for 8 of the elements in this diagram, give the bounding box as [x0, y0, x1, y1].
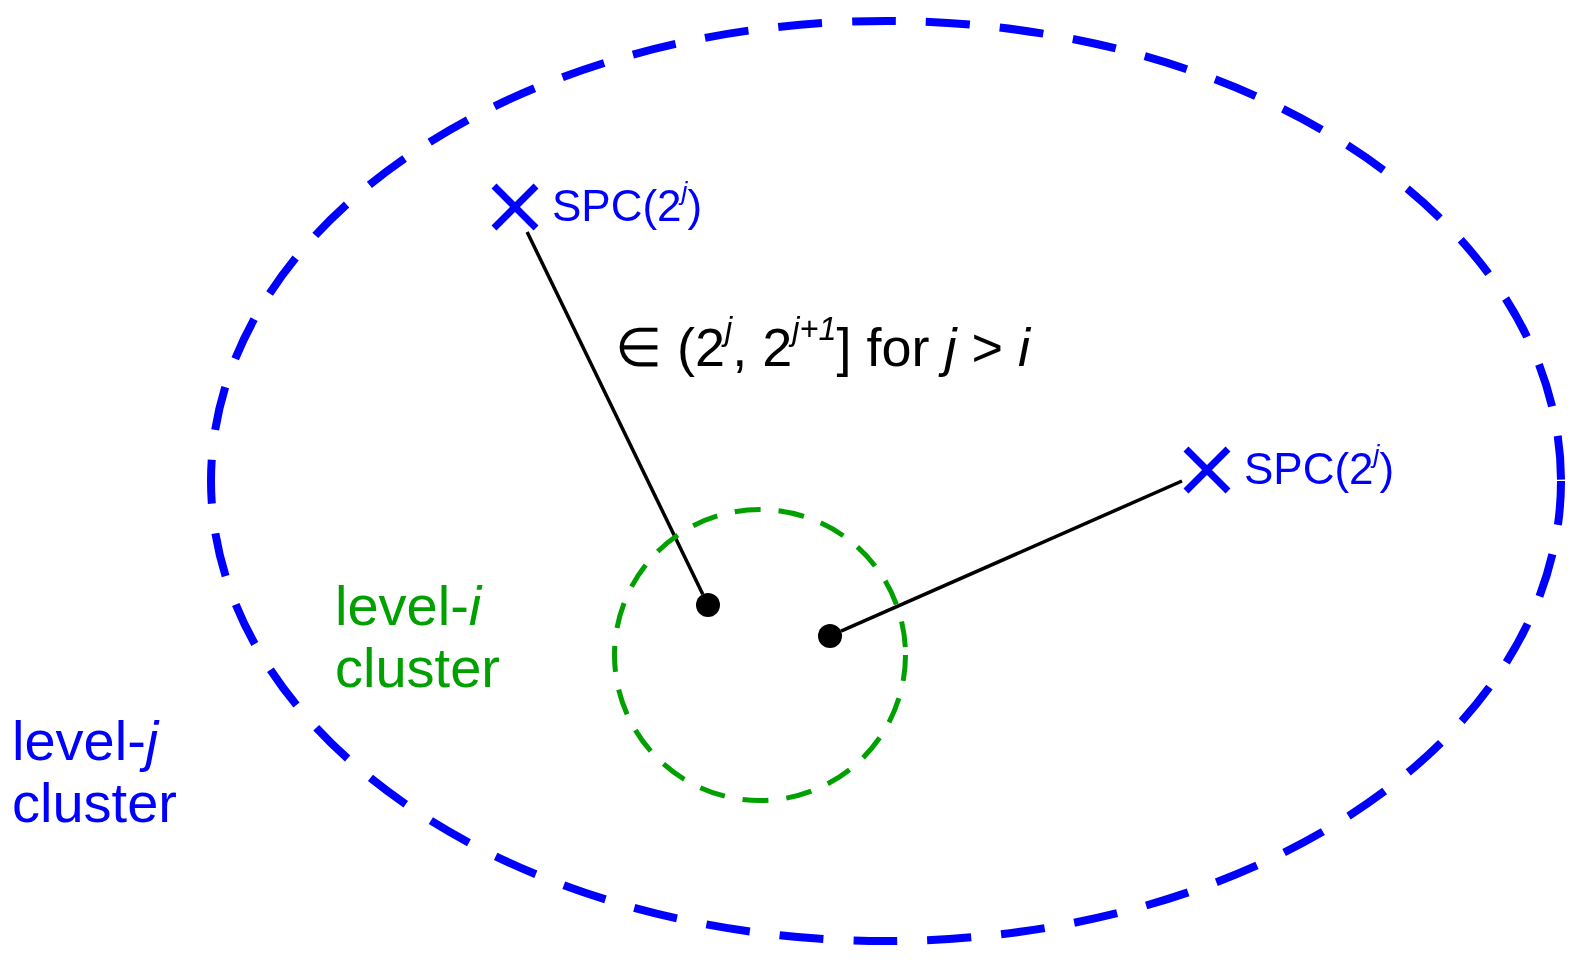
connector-line [525, 231, 705, 595]
connector-line [840, 479, 1183, 633]
point-dot [818, 624, 842, 648]
point-label: SPC(2$^{j}$) [552, 182, 703, 231]
cluster-label: level-i cluster [335, 575, 501, 699]
cluster-label: level-j cluster [12, 710, 178, 834]
point-dot [696, 593, 720, 617]
point-label: SPC(2$^{j}$) [1244, 445, 1395, 494]
